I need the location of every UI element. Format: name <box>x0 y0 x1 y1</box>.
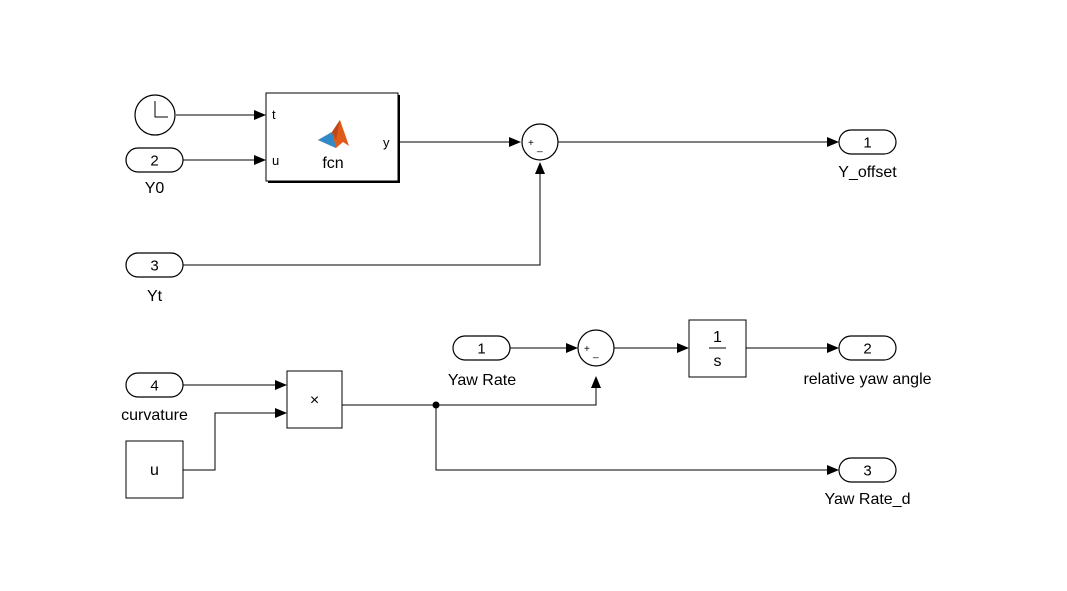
inport-yt-body <box>125 252 184 278</box>
fcn-block-name: fcn <box>322 155 343 172</box>
outport-y-offset-label: Y_offset <box>838 164 897 181</box>
arrowhead <box>677 343 689 353</box>
product-block-body <box>286 370 343 429</box>
outport-relative-yaw-angle-number: 2 <box>863 341 871 358</box>
product-block[interactable]: × <box>286 370 343 429</box>
inport-yaw-rate-body <box>452 335 511 361</box>
sum2-plus-sign: + <box>584 344 590 355</box>
constant-value: u <box>150 462 159 479</box>
arrowhead <box>827 465 839 475</box>
inport-yt[interactable]: 3 Yt <box>125 252 184 305</box>
product-symbol: × <box>310 392 319 409</box>
constant-block-body <box>125 440 184 499</box>
sum-block-2[interactable]: + _ <box>577 329 615 367</box>
clock-block[interactable] <box>134 94 176 136</box>
fcn-block-body <box>265 92 399 182</box>
sum2-minus-sign: _ <box>592 348 599 359</box>
signal-lines <box>176 110 839 475</box>
inport-yaw-rate-label: Yaw Rate <box>448 372 516 389</box>
inport-curvature-number: 4 <box>150 378 158 395</box>
inport-yt-number: 3 <box>150 258 158 275</box>
arrowhead <box>275 408 287 418</box>
arrowhead <box>535 162 545 174</box>
branch-point <box>432 401 440 409</box>
constant-block[interactable]: u <box>125 440 184 499</box>
outport-y-offset[interactable]: 1 Y_offset <box>838 129 897 181</box>
inport-y0[interactable]: 2 Y0 <box>125 147 184 197</box>
arrowhead <box>827 343 839 353</box>
sum-block-1-body <box>521 123 559 161</box>
outport-yaw-rate-d-body <box>838 457 897 483</box>
outport-relative-yaw-angle-body <box>838 335 897 361</box>
outport-yaw-rate-d-number: 3 <box>863 463 871 480</box>
inport-curvature-label: curvature <box>121 407 188 424</box>
integrator-block[interactable]: 1 s <box>688 319 747 378</box>
sum1-minus-sign: _ <box>536 142 543 153</box>
outport-y-offset-number: 1 <box>863 135 871 152</box>
inport-y0-number: 2 <box>150 153 158 170</box>
wire-yt-to-sum[interactable] <box>183 172 541 266</box>
fcn-output-y-label: y <box>383 135 390 150</box>
fcn-input-t-label: t <box>272 107 276 122</box>
inport-curvature[interactable]: 4 curvature <box>121 372 188 424</box>
outport-y-offset-body <box>838 129 897 155</box>
outport-relative-yaw-angle-label: relative yaw angle <box>803 371 931 388</box>
outport-yaw-rate-d[interactable]: 3 Yaw Rate_d <box>825 457 911 508</box>
arrowhead <box>254 155 266 165</box>
sum-block-1[interactable]: + _ <box>521 123 559 161</box>
inport-yt-label: Yt <box>147 288 163 305</box>
wire-constant-to-product[interactable] <box>183 412 278 471</box>
outport-relative-yaw-angle[interactable]: 2 relative yaw angle <box>803 335 932 388</box>
arrowhead <box>275 380 287 390</box>
inport-curvature-body <box>125 372 184 398</box>
sum-block-2-body <box>577 329 615 367</box>
arrowhead <box>254 110 266 120</box>
sum1-plus-sign: + <box>528 138 534 149</box>
integrator-denominator: s <box>714 353 722 370</box>
arrowhead <box>509 137 521 147</box>
wire-branch-to-yawrate-d[interactable] <box>435 405 830 471</box>
wire-product-out[interactable] <box>342 388 597 406</box>
inport-yaw-rate[interactable]: 1 Yaw Rate <box>448 335 516 389</box>
outport-yaw-rate-d-label: Yaw Rate_d <box>825 491 911 508</box>
matlab-function-block[interactable]: t u y fcn <box>265 92 400 183</box>
inport-y0-body <box>125 147 184 173</box>
inport-yaw-rate-number: 1 <box>477 341 485 358</box>
integrator-numerator: 1 <box>713 329 722 346</box>
arrowhead <box>566 343 578 353</box>
matlab-logo-icon <box>318 120 349 148</box>
arrowhead <box>591 376 601 388</box>
arrowhead <box>827 137 839 147</box>
inport-y0-label: Y0 <box>145 180 165 197</box>
clock-hands <box>154 101 168 118</box>
fcn-input-u-label: u <box>272 153 279 168</box>
